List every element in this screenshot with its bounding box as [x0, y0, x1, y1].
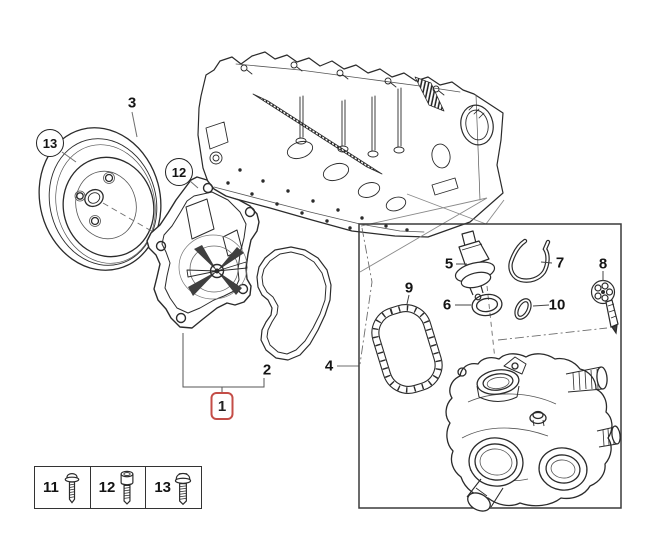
hex-head-bolt-icon [174, 472, 192, 506]
callout-9-profile-gasket[interactable]: 9 [404, 279, 414, 297]
water-pump-drawing [146, 176, 260, 329]
callout-10-o-ring[interactable]: 10 [548, 296, 566, 314]
callout-4-thermostat-group[interactable]: 4 [324, 357, 334, 375]
legend-number-11: 11 [43, 479, 59, 496]
alignment-lines [359, 227, 608, 379]
sensor-5-drawing [454, 230, 496, 301]
callout-7-clip[interactable]: 7 [555, 254, 565, 272]
callout-1-water-pump[interactable]: 1 [210, 392, 234, 420]
callout-5-sensor[interactable]: 5 [444, 255, 454, 273]
pump-gasket-drawing [256, 246, 332, 361]
callout-6-o-ring[interactable]: 6 [442, 296, 452, 314]
fastener-legend: 11 12 13 [34, 466, 202, 509]
callout-leaders [406, 261, 604, 307]
callout-13-screw-circled[interactable]: 13 [36, 129, 64, 157]
profile-gasket-9-drawing [371, 304, 443, 394]
legend-item-12[interactable]: 12 [91, 467, 147, 508]
o-ring-10-drawing [514, 298, 532, 320]
socket-head-bolt-icon [120, 470, 134, 505]
legend-number-13: 13 [154, 479, 172, 496]
thermostat-housing-drawing [445, 353, 621, 512]
callout-8-sensor[interactable]: 8 [598, 255, 608, 273]
sensor-8-drawing [590, 279, 619, 335]
clip-7-drawing [508, 238, 551, 283]
legend-number-12: 12 [98, 479, 116, 496]
o-ring-6-drawing [471, 293, 503, 317]
callout-2-gasket[interactable]: 2 [262, 361, 272, 379]
cylinder-head-drawing [197, 51, 504, 238]
callout-3-pulley[interactable]: 3 [127, 94, 137, 112]
flange-bolt-icon [64, 473, 79, 504]
callout-12-screw-circled[interactable]: 12 [165, 158, 193, 186]
pulley-drawing [38, 127, 213, 271]
legend-item-13[interactable]: 13 [146, 467, 201, 508]
legend-item-11[interactable]: 11 [35, 467, 91, 508]
